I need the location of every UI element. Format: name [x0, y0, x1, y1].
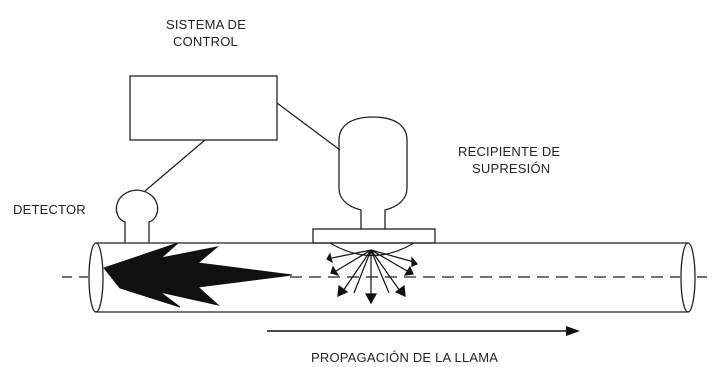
- control-system-box: [129, 75, 278, 141]
- suppressor-wire: [276, 102, 341, 151]
- suppression-container: [338, 116, 408, 229]
- detector-wire: [144, 139, 206, 192]
- control-system-label-line2: CONTROL: [173, 34, 238, 49]
- suppressor-label-line1: RECIPIENTE DE: [458, 144, 561, 159]
- suppressor-mount-plate: [312, 228, 436, 244]
- suppressor-label-line2: SUPRESIÓN: [472, 161, 551, 176]
- flame-front: [103, 242, 293, 308]
- pipe-left-end: [88, 242, 104, 313]
- flame-propagation-label: PROPAGACIÓN DE LA LLAMA: [311, 350, 499, 365]
- suppressor-nozzle: [329, 242, 415, 257]
- pipe-right-end: [680, 242, 696, 313]
- propagation-arrow: [267, 326, 580, 336]
- detector-sensor: [115, 189, 159, 243]
- detector-label: DETECTOR: [13, 202, 86, 217]
- control-system-label-line1: SISTEMA DE: [166, 17, 247, 32]
- suppressant-spray: [326, 249, 418, 305]
